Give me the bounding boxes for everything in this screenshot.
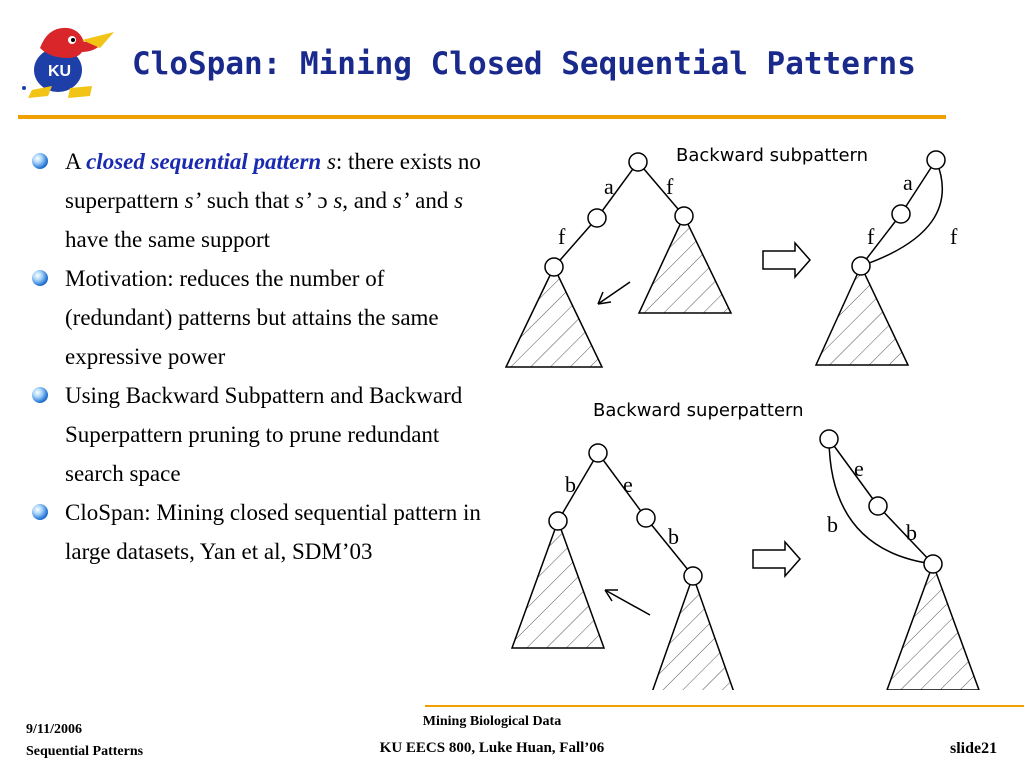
bullet-item: Using Backward Subpattern and Backward S… <box>32 376 482 493</box>
edge-label-f: f <box>558 224 566 249</box>
edge-label-a: a <box>604 174 614 199</box>
superpattern-left-tree: b e b <box>510 443 734 690</box>
footer-divider <box>425 705 1024 707</box>
subpattern-left-tree: a f f <box>504 152 733 368</box>
tree-node <box>868 496 888 516</box>
edge-label-e: e <box>854 456 864 481</box>
bullet-item: Motivation: reduces the number of (redun… <box>32 259 482 376</box>
title-divider <box>18 115 946 119</box>
term-closed-sequential-pattern: closed sequential pattern <box>86 149 322 174</box>
tree-node <box>587 208 607 228</box>
tree-node <box>674 206 694 226</box>
tree-node <box>683 566 703 586</box>
transform-arrow-icon <box>762 241 812 279</box>
tree-node <box>891 204 911 224</box>
edge-label-a: a <box>903 170 913 195</box>
tree-node <box>548 511 568 531</box>
bullet-item: A closed sequential pattern s: there exi… <box>32 142 482 259</box>
footer-course-title: Mining Biological Data <box>422 714 562 729</box>
tree-node <box>628 152 648 172</box>
edge-label-f: f <box>867 224 875 249</box>
footer-date: 9/11/2006 <box>26 722 83 737</box>
backward-subpattern-label: Backward subpattern <box>676 145 868 166</box>
subpattern-right-tree: a f f <box>814 150 958 366</box>
bullet-icon <box>32 387 48 403</box>
edge-label-b: b <box>668 524 679 549</box>
superpattern-right-tree: e b b <box>819 429 980 690</box>
ku-jayhawk-logo: KU <box>22 27 114 98</box>
edge-label-f: f <box>950 224 958 249</box>
bullet-icon <box>32 153 48 169</box>
logo-text: KU <box>48 63 71 80</box>
tree-node <box>588 443 608 463</box>
edge-label-b: b <box>827 512 838 537</box>
edge-label-b: b <box>565 472 576 497</box>
tree-node <box>544 257 564 277</box>
footer-topic: Sequential Patterns <box>26 744 144 759</box>
edge-label-f: f <box>666 174 674 199</box>
tree-node <box>851 256 871 276</box>
tree-node <box>819 429 839 449</box>
footer-course-info: KU EECS 800, Luke Huan, Fall’06 <box>379 740 605 756</box>
tree-node <box>923 554 943 574</box>
edge-label-b: b <box>906 520 917 545</box>
slide-number: slide21 <box>950 740 998 757</box>
bullet-icon <box>32 270 48 286</box>
bullet-item: CloSpan: Mining closed sequential patter… <box>32 493 482 571</box>
transform-arrow-icon <box>752 540 802 578</box>
bullet-list: A closed sequential pattern s: there exi… <box>32 142 482 571</box>
slide-title: CloSpan: Mining Closed Sequential Patter… <box>132 46 916 82</box>
tree-node <box>636 508 656 528</box>
bullet-icon <box>32 504 48 520</box>
backward-superpattern-label: Backward superpattern <box>593 400 804 421</box>
tree-node <box>926 150 946 170</box>
edge-label-e: e <box>623 472 633 497</box>
pruning-diagram: a f f a f f Backward subpattern Backward… <box>504 145 980 690</box>
